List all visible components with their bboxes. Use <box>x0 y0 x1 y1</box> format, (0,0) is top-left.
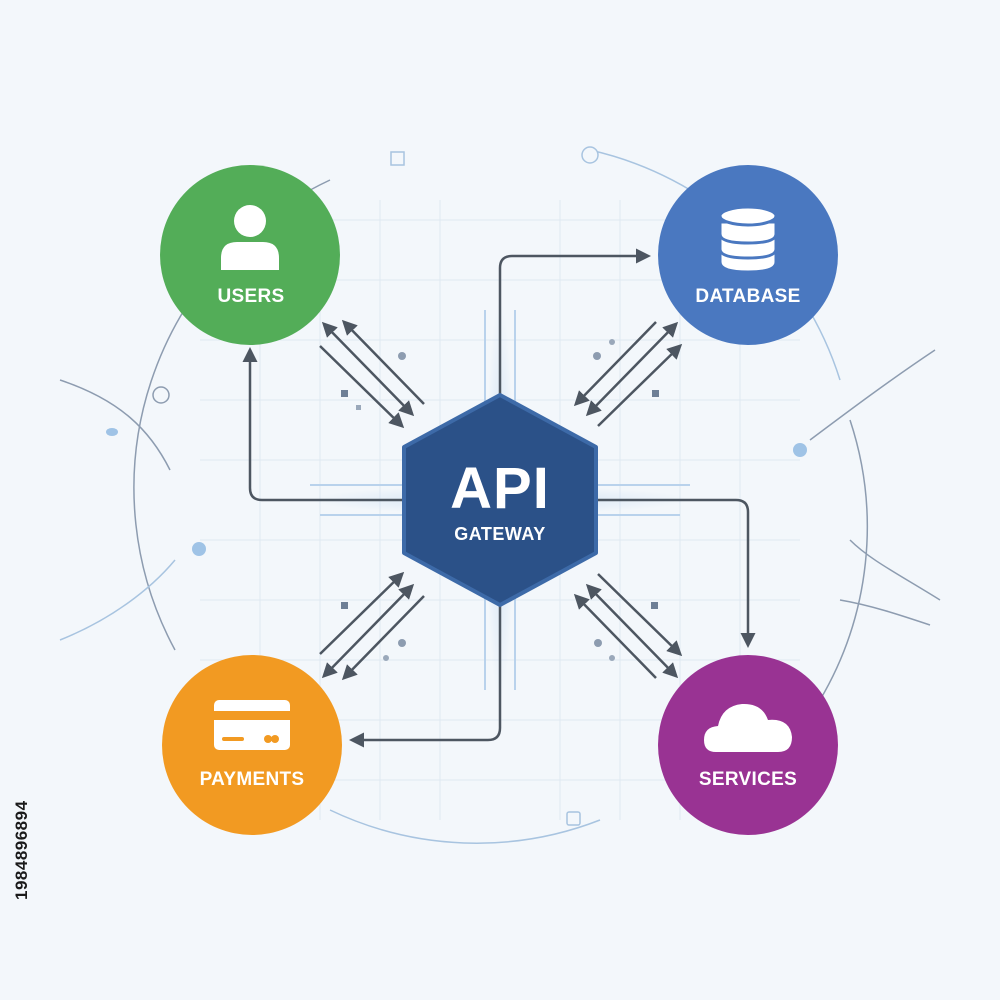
arrow-services-hub-c <box>573 593 657 679</box>
node-database-label: DATABASE <box>695 286 800 307</box>
cloud-icon <box>704 703 792 752</box>
arrow-database-hub-a <box>585 321 679 417</box>
arrow-users-hub-b <box>341 319 425 405</box>
node-payments-label: PAYMENTS <box>200 769 305 790</box>
diagonal-arrows <box>319 319 683 681</box>
node-users-label: USERS <box>218 286 285 307</box>
arrow-database-hub-c <box>597 343 683 427</box>
node-users: USERS <box>160 165 340 345</box>
arrow-services-hub-a <box>585 583 679 679</box>
arrow-users-hub-a <box>321 321 415 417</box>
credit-card-icon <box>214 700 290 750</box>
connectors <box>242 248 756 748</box>
hub-subtitle: GATEWAY <box>454 524 546 544</box>
node-services-label: SERVICES <box>699 769 797 790</box>
hub-hexagon <box>402 393 598 607</box>
connector-hub-to-services <box>596 498 756 648</box>
arrow-services-hub-b <box>597 573 683 657</box>
node-services: SERVICES <box>658 655 838 835</box>
connector-hub-to-users <box>242 347 404 502</box>
watermark-id: 1984896894 <box>12 800 31 900</box>
api-gateway-hub: API GATEWAY <box>402 393 598 607</box>
arrow-users-hub-c <box>319 345 405 429</box>
connector-hub-to-database <box>498 248 651 395</box>
arrow-payments-hub-a <box>321 583 415 679</box>
database-icon <box>718 205 778 274</box>
node-payments: PAYMENTS <box>162 655 342 835</box>
arrow-database-hub-b <box>573 321 657 407</box>
connector-hub-to-payments <box>349 605 502 748</box>
node-database: DATABASE <box>658 165 838 345</box>
arrow-payments-hub-c <box>341 595 425 681</box>
hub-title: API <box>450 456 550 521</box>
user-icon <box>221 205 279 270</box>
arrow-payments-hub-b <box>319 571 405 655</box>
